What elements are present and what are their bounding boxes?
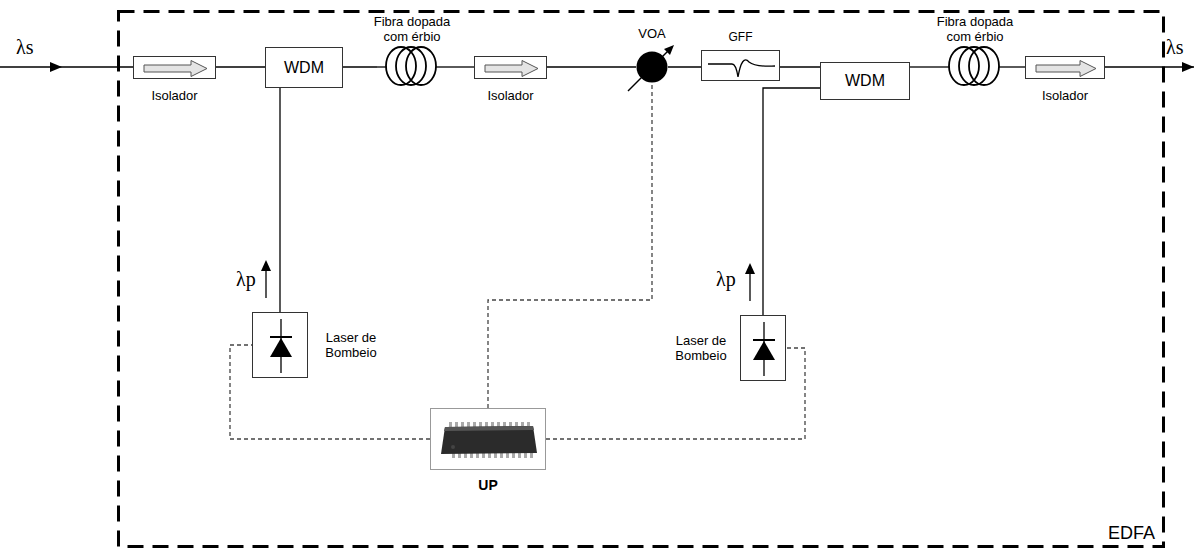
wavelength-label: λp (716, 268, 736, 290)
fiber-connector (279, 88, 280, 312)
isolator-box: Isolador (133, 56, 216, 79)
gain-flattening-filter-symbol (702, 51, 779, 80)
variable-attenuator: VOA (636, 51, 668, 83)
erbium-fiber-coil: Fibra dopada com érbio (377, 45, 447, 87)
wdm-coupler: WDM (820, 62, 910, 100)
pump-laser-symbol (253, 313, 307, 377)
pump-direction-arrow (745, 263, 755, 301)
part-label: Laser de Bombeio (319, 330, 383, 360)
fiber-connector (763, 88, 820, 315)
part-label: VOA (638, 26, 665, 41)
part-label: UP (478, 477, 497, 493)
fiber-connector (910, 66, 940, 67)
part-label: Fibra dopada com érbio (929, 14, 1021, 44)
pump-laser: Laser de Bombeio (252, 312, 308, 378)
fiber-connector (447, 66, 474, 67)
part-label: Isolador (487, 88, 533, 103)
wavelength-label: λs (1166, 36, 1183, 58)
fiber-connector (668, 66, 701, 67)
control-line (488, 83, 652, 408)
isolator-box-symbol (475, 57, 546, 78)
fiber-connector (780, 66, 820, 67)
pump-direction-arrow (261, 260, 271, 298)
connector-layer (216, 67, 1025, 439)
isolator-box-symbol (134, 57, 215, 78)
isolator-box: Isolador (474, 56, 547, 79)
pump-laser-symbol (741, 316, 785, 380)
fiber-connector (1010, 66, 1025, 67)
amplifier-housing-symbol (117, 10, 1165, 548)
part-label: Laser de Bombeio (669, 333, 733, 363)
amplifier-housing: EDFAIsoladorWDMFibra dopada com érbioIso… (117, 10, 1165, 548)
erbium-fiber-coil: Fibra dopada com érbio (940, 45, 1010, 87)
part-label: Isolador (1042, 88, 1088, 103)
fiber-connector (343, 66, 377, 67)
fiber-connector (216, 66, 265, 67)
part-label: EDFA (1108, 523, 1155, 543)
part-label: WDM (266, 48, 342, 87)
part-label: Fibra dopada com érbio (366, 14, 458, 44)
wavelength-label: λp (236, 268, 256, 290)
microprocessor: UP (430, 408, 546, 470)
variable-attenuator-symbol (636, 51, 668, 83)
erbium-fiber-coil-symbol (940, 45, 1010, 87)
gain-flattening-filter: GFF (701, 50, 780, 81)
part-label: WDM (821, 63, 909, 99)
erbium-fiber-coil-symbol (377, 45, 447, 87)
microprocessor-symbol (431, 409, 545, 469)
isolator-box-symbol (1026, 57, 1104, 78)
part-label: Isolador (151, 88, 197, 103)
fiber-connector (547, 66, 636, 67)
signal-input-line (0, 62, 133, 72)
signal-output-line (1105, 62, 1194, 72)
wavelength-label: λs (16, 36, 33, 58)
pump-laser: Laser de Bombeio (740, 315, 786, 381)
wdm-coupler: WDM (265, 47, 343, 88)
part-label: GFF (729, 30, 753, 45)
isolator-box: Isolador (1025, 56, 1105, 79)
